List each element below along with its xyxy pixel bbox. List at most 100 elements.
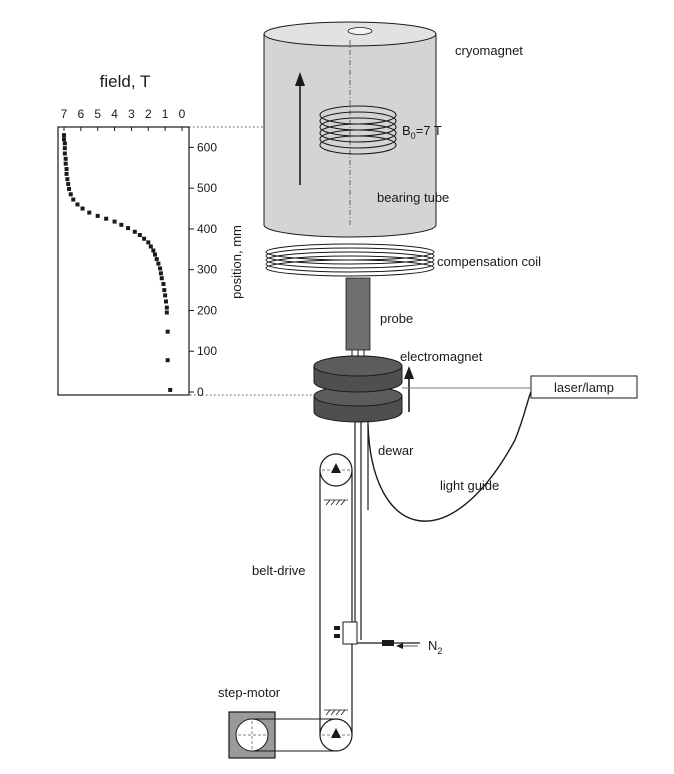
data-point [80,206,85,211]
x-tick-label: 3 [128,107,135,121]
step-motor: step-motor [218,685,336,759]
data-point [71,197,76,202]
electromagnet-label: electromagnet [400,349,483,364]
y-tick-label: 0 [197,385,204,399]
data-point [126,226,131,231]
y-tick-label: 600 [197,140,217,154]
data-point [67,186,72,191]
n2-arrow-head [396,643,403,649]
data-point [62,137,66,142]
plot-frame [57,126,190,396]
data-point [159,276,164,281]
data-point [154,257,159,262]
data-point [148,244,153,249]
data-point [146,240,151,245]
data-point [64,166,69,171]
y-ticks: 0 100 200 300 400 500 600 [189,140,217,399]
data-point [112,219,117,224]
laser-lamp-label: laser/lamp [554,380,614,395]
compensation-coil-turn [265,259,435,277]
x-tick-label: 2 [145,107,152,121]
data-point [95,213,100,218]
x-tick-label: 7 [61,107,68,121]
bottom-pulley-mark [331,728,341,738]
hatch-bottom [324,709,348,716]
coil-turn [319,135,397,155]
compensation-coil [265,243,435,277]
step-motor-label: step-motor [218,685,281,700]
solenoid-coil [319,105,397,155]
data-point [119,222,124,227]
laser-lamp-box [530,375,638,399]
data-point [62,133,66,138]
x-tick-label: 5 [94,107,101,121]
cryomagnet-label: cryomagnet [455,43,523,58]
bore-opening [347,27,373,35]
data-point [64,171,69,176]
data-point [156,261,161,266]
b0-label: B0=7 T [402,123,442,141]
hatch-top [324,499,348,506]
y-tick-label: 100 [197,344,217,358]
data-point [168,387,173,392]
belt-drive-label: belt-drive [252,563,305,578]
compensation-coil-label: compensation coil [437,254,541,269]
y-tick-label: 500 [197,181,217,195]
data-point [142,236,147,241]
top-pulley-mark [331,463,341,473]
compensation-coil-turn [265,251,435,269]
light-guide-label: light guide [440,478,499,493]
compensation-coil-turn [265,247,435,265]
data-point [65,177,70,182]
electromagnet-upper-top [313,355,403,377]
y-tick-label: 300 [197,263,217,277]
field-arrow-head [295,72,305,86]
dewar-label: dewar [378,443,414,458]
plot-title: field, T [100,72,151,91]
data-point [162,288,167,293]
clamp-2 [334,634,340,638]
data-point [165,329,170,334]
electromagnet-arrow-head [404,366,414,379]
data-point [164,310,169,315]
x-tick-label: 0 [179,107,186,121]
carriage [342,621,358,645]
data-point [153,252,158,257]
bearing-tube-label: bearing tube [377,190,449,205]
clamp-1 [334,626,340,630]
data-point [66,182,71,187]
cryomagnet-top [263,21,437,47]
x-tick-label: 6 [78,107,85,121]
data-point [62,146,67,151]
probe [345,277,371,351]
data-point [158,271,163,276]
y-tick-label: 200 [197,303,217,317]
data-point [132,229,137,234]
data-point [151,248,156,253]
electromagnet: electromagnet [313,349,483,423]
data-points [62,133,173,392]
probe-label: probe [380,311,413,326]
data-point [137,233,142,238]
data-point [161,281,166,286]
x-tick-label: 1 [162,107,169,121]
data-point [164,305,169,310]
data-point [104,216,109,221]
data-point [62,151,67,156]
data-point [68,192,73,197]
x-tick-label: 4 [111,107,118,121]
coil-turn [319,129,397,149]
data-point [163,293,168,298]
light-guide [367,391,532,522]
data-point [87,210,92,215]
cryomagnet: cryomagnet B0=7 T bearing tube [263,21,523,238]
n2-valve [382,640,394,646]
data-point [63,161,68,166]
data-point [63,156,68,161]
data-point [62,141,67,146]
data-point [165,358,170,363]
y-tick-label: 400 [197,222,217,236]
data-point [158,266,163,271]
